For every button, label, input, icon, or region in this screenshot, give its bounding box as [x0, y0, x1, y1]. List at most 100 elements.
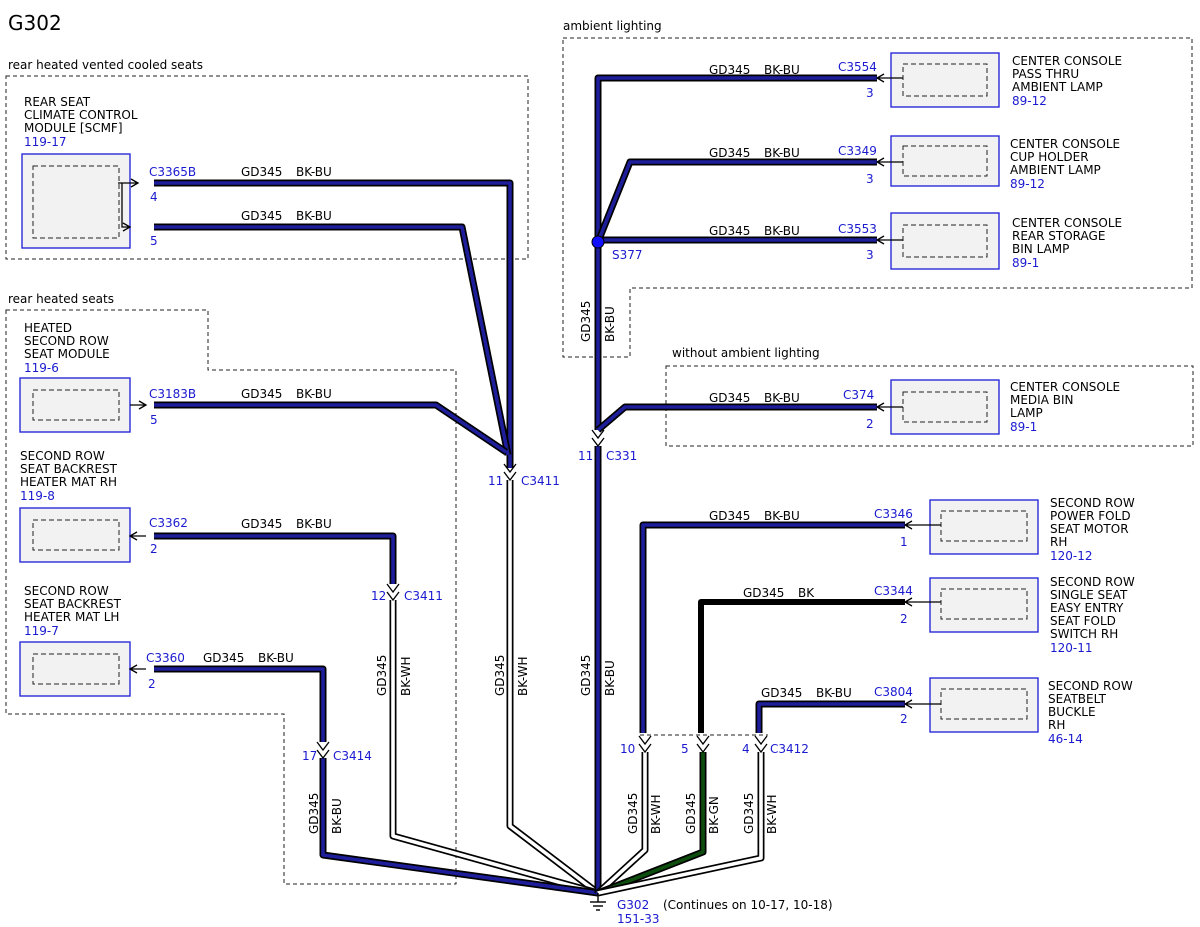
wire-circuit-label: GD345 — [375, 655, 389, 696]
wire-circuit-label: GD345 — [241, 209, 282, 223]
wire-c3412-5-to-ground — [596, 752, 707, 897]
region-no-ambient-border — [665, 365, 1194, 447]
component-label: SECOND ROW — [24, 584, 109, 598]
component-label: RH — [1050, 535, 1067, 549]
ground-ref: 151-33 — [617, 912, 660, 926]
component-label: CUP HOLDER — [1010, 150, 1089, 164]
component-label: CENTER CONSOLE — [1012, 54, 1122, 68]
component-label: BUCKLE — [1048, 705, 1096, 719]
component-ref: 119-17 — [24, 135, 67, 149]
inline-pin: 12 — [371, 589, 386, 603]
inline-connector-marks — [316, 429, 768, 760]
component-ref: 119-6 — [24, 361, 59, 375]
pin-arrow-icon — [121, 183, 132, 232]
inline-connector-name: C3411 — [404, 589, 443, 603]
pin-number: 2 — [900, 712, 908, 726]
component-label: AMBIENT LAMP — [1010, 163, 1101, 177]
component-label: HEATED — [24, 321, 72, 335]
component-label: SECOND ROW — [1048, 679, 1133, 693]
connector-name: C3554 — [838, 60, 877, 74]
chevron-down-icon — [696, 735, 710, 754]
component-label: SECOND ROW — [1050, 575, 1135, 589]
component-ref: 120-12 — [1050, 549, 1093, 563]
pin-arrow-icon — [128, 664, 146, 674]
inline-connector-name: C3412 — [770, 742, 809, 756]
connector-name: C3183B — [149, 387, 196, 401]
wire-color-label: BK-WH — [516, 656, 530, 696]
wire-circuit-label: GD345 — [626, 793, 640, 834]
component-label: POWER FOLD — [1050, 509, 1131, 523]
connector-name: C3346 — [874, 507, 913, 521]
inline-pin: 11 — [488, 474, 503, 488]
wire-circuit-label: GD345 — [709, 224, 750, 238]
wire-mat-lh — [154, 665, 327, 742]
region-borders — [5, 37, 1194, 885]
component-label: SEATBELT — [1048, 692, 1107, 706]
wire-circuit-label: GD345 — [684, 793, 698, 834]
pin-number: 2 — [866, 417, 874, 431]
wire-color-label: BK-BU — [816, 686, 852, 700]
pin-number: 5 — [150, 413, 158, 427]
wire-circuit-label: GD345 — [709, 146, 750, 160]
component-label: MODULE [SCMF] — [24, 121, 123, 135]
pin-arrow-icon — [903, 597, 941, 607]
wire-c3411-11-to-ground — [506, 480, 601, 896]
pin-number: 1 — [900, 535, 908, 549]
component-mat-rh — [19, 507, 146, 563]
pin-arrow-icon — [875, 402, 903, 412]
inline-connector-name: C3414 — [333, 749, 372, 763]
wire-color-label: BK-BU — [764, 509, 800, 523]
inline-pin: 10 — [620, 742, 635, 756]
wire-color-label: BK-BU — [764, 146, 800, 160]
component-seatbelt — [903, 677, 1039, 733]
wire-color-label: BK-BU — [603, 306, 617, 342]
ground-icon — [590, 893, 606, 911]
component-label: SWITCH RH — [1050, 627, 1118, 641]
wire-c3412-10-to-ground — [595, 752, 649, 896]
connector-name: C374 — [843, 388, 874, 402]
wire-color-label: BK-BU — [296, 387, 332, 401]
component-label: RH — [1048, 718, 1065, 732]
wire-color-label: BK-BU — [296, 165, 332, 179]
wire-easy-entry — [698, 599, 905, 733]
wire-scmf-pin5 — [154, 223, 512, 456]
component-label: SEAT MODULE — [24, 347, 110, 361]
pin-number: 3 — [866, 172, 874, 186]
region-label-rear-heated: rear heated seats — [8, 292, 114, 306]
connector-name: C3362 — [149, 516, 188, 530]
wire-color-label: BK-BU — [764, 63, 800, 77]
wire-pass-thru — [594, 74, 877, 242]
region-label-rear-hvc: rear heated vented cooled seats — [8, 58, 203, 72]
wire-circuit-label: GD345 — [743, 586, 784, 600]
component-label: SEAT BACKREST — [24, 597, 122, 611]
region-label-no-ambient: without ambient lighting — [672, 346, 820, 360]
wire-circuit-label: GD345 — [579, 655, 593, 696]
component-ref: 119-7 — [24, 624, 59, 638]
wire-color-label: BK-GN — [707, 796, 721, 834]
component-ref: 89-1 — [1010, 420, 1037, 434]
connector-name: C3360 — [146, 651, 185, 665]
wire-circuit-label: GD345 — [493, 655, 507, 696]
component-ref: 119-8 — [20, 489, 55, 503]
component-pass-thru — [875, 52, 1000, 108]
wire-c3411-12-to-ground — [389, 600, 599, 897]
component-label: CENTER CONSOLE — [1010, 380, 1120, 394]
wire-color-label: BK-BU — [603, 660, 617, 696]
component-ref: 46-14 — [1048, 732, 1083, 746]
wire-circuit-label: GD345 — [761, 686, 802, 700]
inline-connector-name: C3411 — [521, 474, 560, 488]
chevron-down-icon — [386, 583, 400, 602]
component-power-fold — [903, 499, 1039, 555]
wire-seatbelt — [755, 700, 905, 733]
wire-mat-rh — [154, 532, 397, 584]
component-label: EASY ENTRY — [1050, 601, 1124, 615]
component-label: SEAT MOTOR — [1050, 522, 1129, 536]
component-label: HEATER MAT RH — [20, 475, 117, 489]
pin-arrow-icon — [128, 531, 146, 541]
component-label: SECOND ROW — [1050, 496, 1135, 510]
inline-connector-name: C331 — [606, 449, 637, 463]
wire-power-fold — [639, 521, 905, 733]
connector-name: C3365B — [149, 165, 196, 179]
pin-arrow-icon — [903, 520, 941, 530]
wire-scmf-pin4 — [154, 179, 514, 468]
